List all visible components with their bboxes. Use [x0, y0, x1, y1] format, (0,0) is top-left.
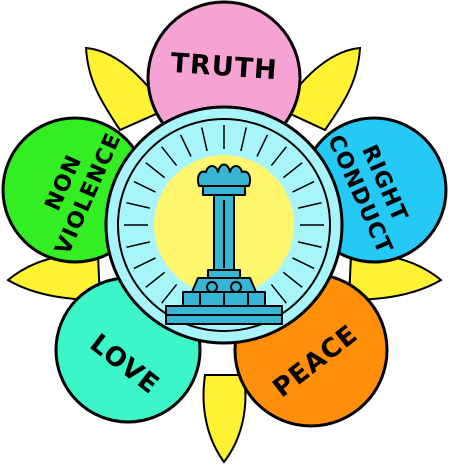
sun-ray — [145, 271, 166, 288]
sun-ray — [292, 257, 315, 270]
sun-ray — [126, 241, 151, 248]
sun-ray — [161, 146, 178, 167]
leaf-bottom — [202, 374, 247, 464]
sun-ray — [256, 134, 269, 157]
sun-ray — [292, 180, 315, 193]
sun-ray — [282, 162, 303, 179]
sun-ray — [145, 162, 166, 179]
lotus-pillar-icon — [165, 163, 283, 325]
center-ring-inner-border — [117, 118, 331, 332]
sun-ray — [270, 283, 287, 304]
sun-ray — [133, 257, 156, 270]
sun-ray — [161, 283, 178, 304]
center-emblem — [104, 105, 344, 345]
sun-ray — [240, 127, 247, 152]
sun-ray — [282, 271, 303, 288]
leaf-left — [6, 253, 102, 302]
sun-ray — [179, 134, 192, 157]
sun-ray — [297, 241, 322, 248]
sun-ray — [126, 202, 151, 209]
leaf-right — [347, 253, 443, 302]
sun-ray — [201, 127, 208, 152]
sun-ray — [133, 180, 156, 193]
sun-ray — [270, 146, 287, 167]
yellow-leaves — [6, 46, 443, 464]
sun-ray — [297, 202, 322, 209]
label-truth: TRUTH — [170, 48, 279, 86]
